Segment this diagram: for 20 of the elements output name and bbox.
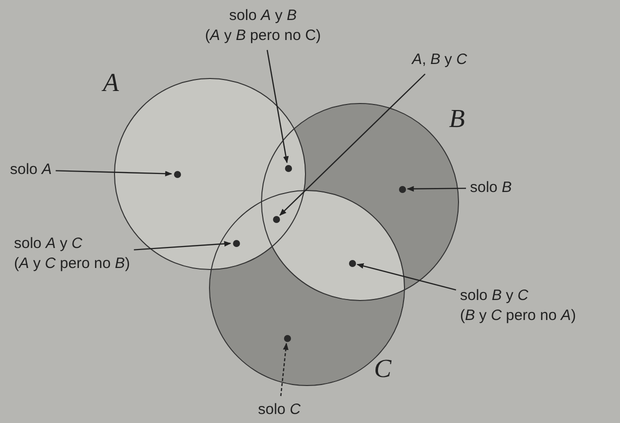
region-label: (A y B pero no C) [205,26,321,46]
leader-arrow [266,50,289,164]
leader-arrow [279,74,426,216]
region-label: solo C [258,400,301,420]
region-label: A, B y C [412,50,468,70]
set-letter: A [103,70,119,96]
region-label: (A y C pero no B) [14,254,130,274]
region-label: solo A y B [228,6,298,26]
region-label: solo A [10,160,52,180]
region-label: solo B [470,178,512,198]
leader-arrow [356,263,456,290]
leader-arrow [280,342,289,396]
set-letter: C [374,356,392,382]
region-label: solo B y C [460,286,530,306]
region-label: (B y C pero no A) [460,306,576,326]
leader-arrow [406,186,466,192]
set-letter: B [449,106,465,132]
region-label: solo A y C [14,234,84,254]
leader-arrow [134,241,232,250]
leader-arrow [56,170,172,176]
